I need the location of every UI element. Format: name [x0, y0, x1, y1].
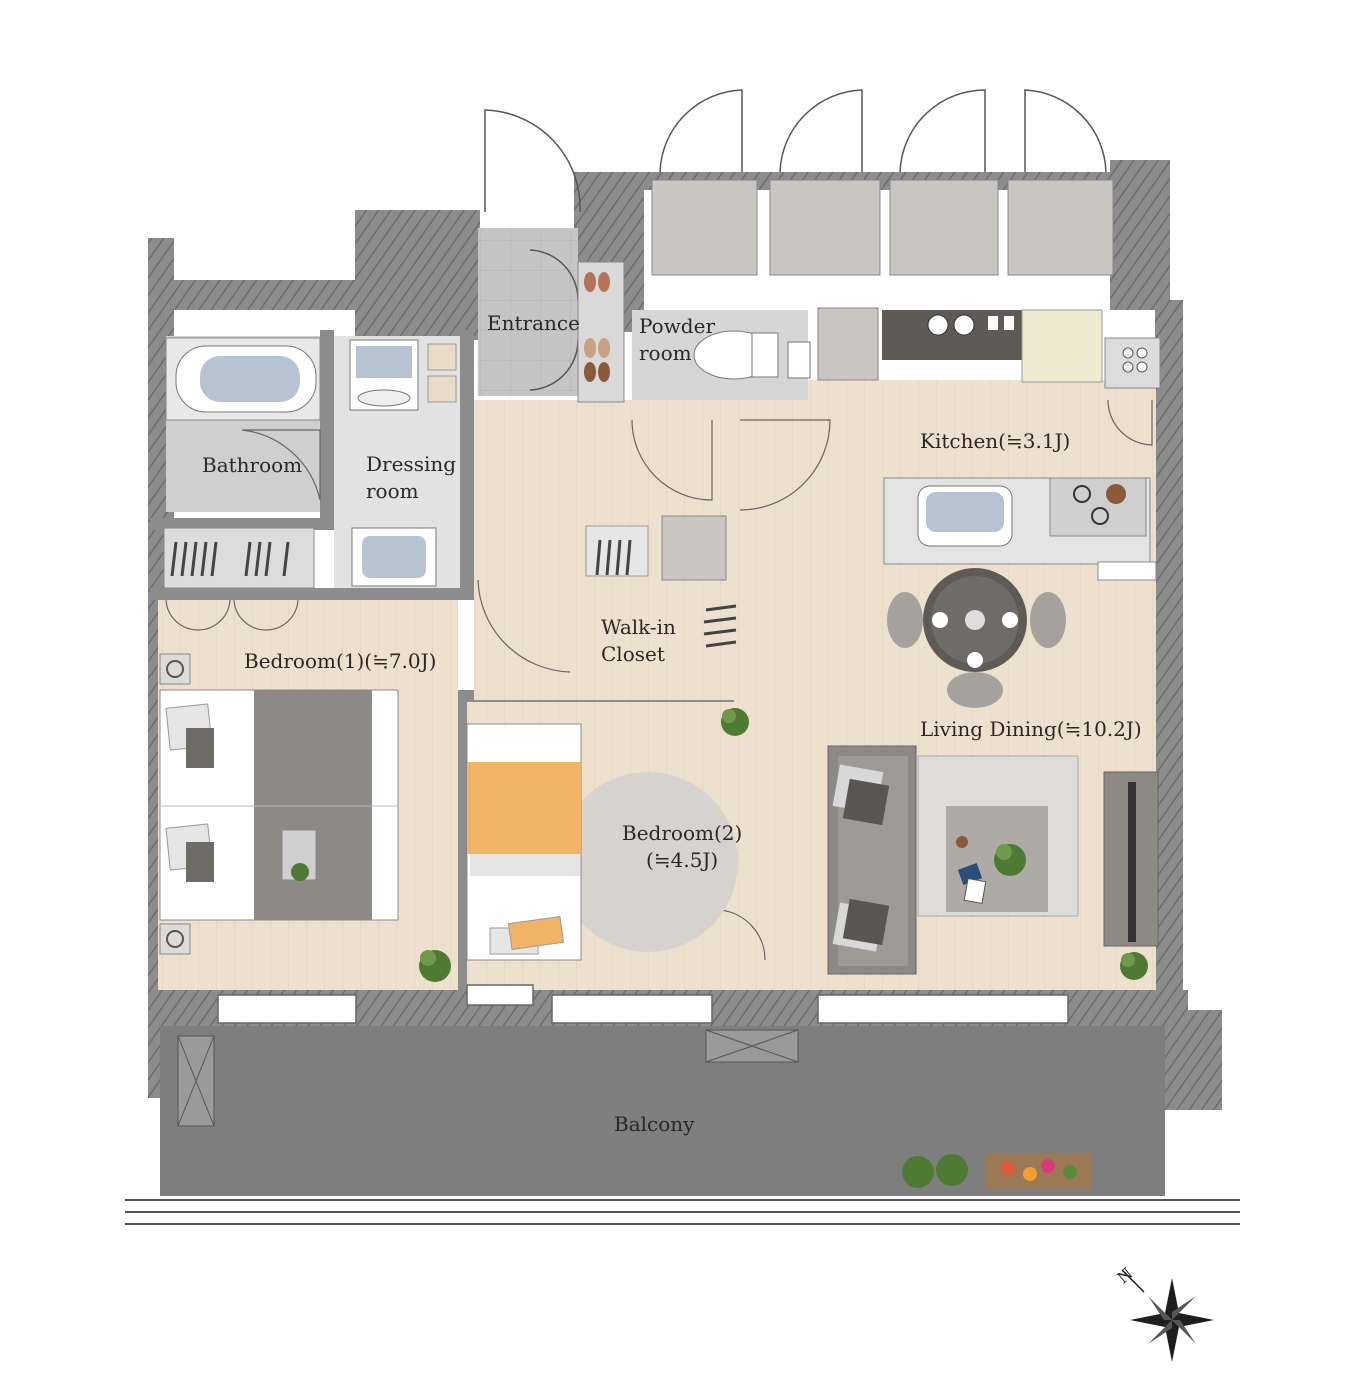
entrance-door [484, 109, 581, 391]
kitchen-back-counter [882, 310, 1022, 360]
storage-box-hall [661, 515, 727, 581]
label-living-dining: Living Dining(≒10.2J) [920, 717, 1142, 741]
south-windows [217, 984, 1069, 1024]
closet-floor [582, 590, 740, 690]
label-dressing-room: Dressing room [366, 452, 457, 503]
entrance-floor [478, 228, 578, 396]
microwave [1104, 337, 1161, 389]
fridge [817, 307, 879, 381]
label-powder-room: Powder room [639, 314, 716, 365]
dining-set [887, 568, 1066, 708]
label-walk-in-closet: Walk-in Closet [601, 615, 676, 666]
hangers [595, 539, 737, 648]
label-balcony: Balcony [614, 1112, 695, 1136]
storage-units [651, 89, 1114, 276]
hall-doors [477, 419, 831, 961]
label-entrance: Entrance [487, 311, 580, 335]
potted-plants [291, 708, 1148, 1190]
closet-doors [165, 599, 299, 631]
stove [1049, 477, 1147, 537]
compass-rose-icon [1121, 1269, 1214, 1362]
shoes [584, 272, 610, 382]
hanging-closet [163, 527, 315, 589]
label-bedroom2: Bedroom(2) (≒4.5J) [622, 821, 743, 872]
label-bathroom: Bathroom [202, 453, 303, 477]
kitchen-cabinet [1021, 309, 1103, 383]
label-bedroom1: Bedroom(1)(≒7.0J) [244, 649, 437, 673]
round-rug [558, 772, 738, 952]
label-kitchen: Kitchen(≒3.1J) [920, 429, 1071, 453]
